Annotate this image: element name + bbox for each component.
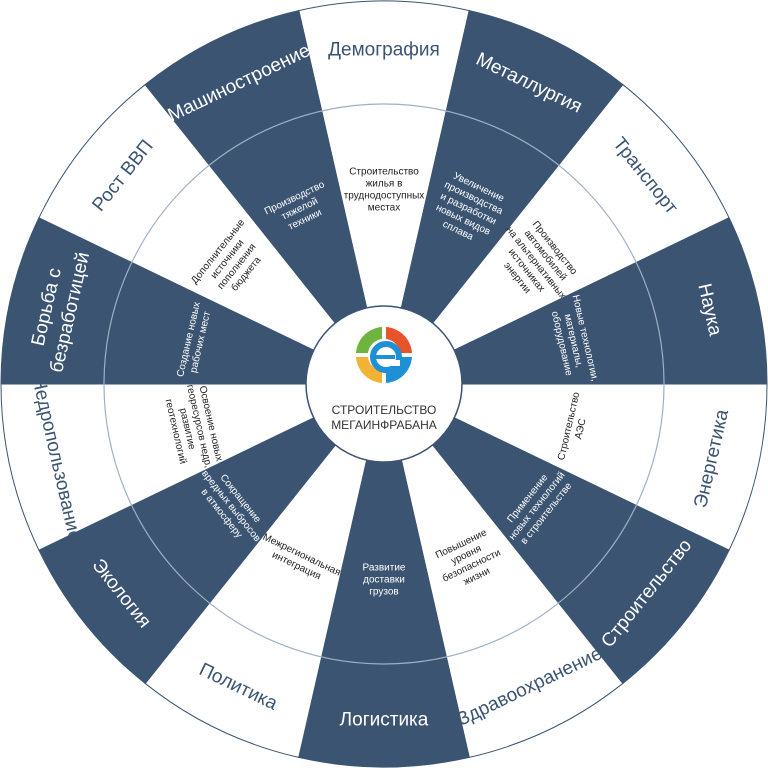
logo-e-gap [390, 360, 400, 366]
sector-inner-label-line: Развитие [363, 563, 406, 574]
center-title-line1: СТРОИТЕЛЬСТВО [332, 403, 437, 417]
sector-inner-label-line: АЭС [573, 418, 588, 441]
middle-ring-divider [103, 103, 665, 665]
sector-13: Рост ВВПДополнительныеисточникипополнени… [38, 83, 337, 351]
sector-outer-label: Логистика [340, 710, 429, 731]
sector-outer-label: Демография [328, 40, 440, 61]
sector-inner-label-line: жилья в [366, 179, 403, 190]
sector-inner-label-line: грузов [369, 587, 398, 598]
sector-inner-label-line: труднодоступных [344, 191, 425, 202]
center-hub-circle [305, 305, 463, 463]
sector-inner-label-line: Строительство [349, 167, 419, 178]
megainfraban-logo-icon [356, 327, 412, 383]
logo-e-bar [375, 355, 395, 359]
sector-outer-label-line: Логистика [340, 710, 429, 731]
center-title-line2: МЕГАИНФРАБАНА [331, 418, 437, 432]
center-hub: СТРОИТЕЛЬСТВО МЕГАИНФРАБАНА [305, 305, 463, 463]
sector-inner-label-line: местах [368, 203, 400, 214]
sector-outer-label-line: Демография [328, 40, 440, 61]
logo-arc-orange [386, 327, 412, 353]
sector-inner-label-line: доставки [363, 575, 405, 586]
logo-arc-yellow [356, 357, 382, 383]
logo-arc-blue [386, 357, 412, 383]
logo-arc-green [356, 327, 382, 353]
